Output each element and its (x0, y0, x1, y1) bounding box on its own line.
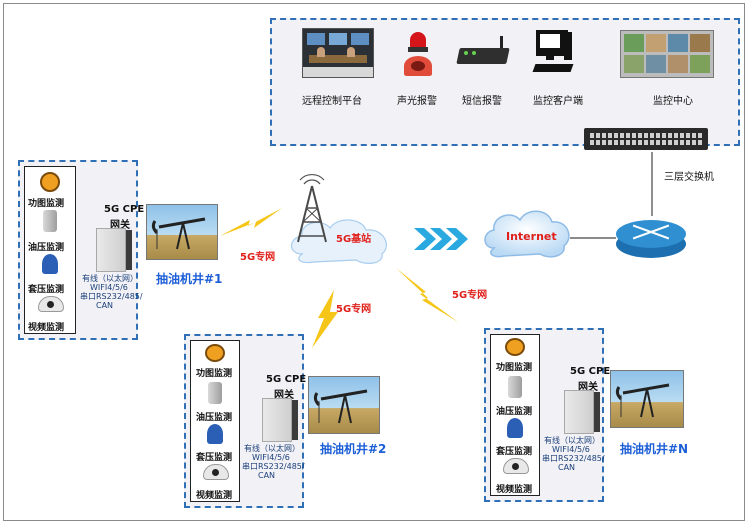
casing-pressure-sensor-icon (207, 424, 223, 444)
well2-cpe-spec: 有线（以太网） (244, 444, 300, 453)
well1-cpe-title: 5G CPE (104, 204, 145, 215)
siren-icon (402, 32, 434, 78)
wellN-label: 抽油机井#N (620, 442, 689, 456)
well2-sensor-label: 油压监测 (196, 413, 233, 423)
pumpjack-photo (308, 376, 380, 434)
casing-pressure-sensor-icon (507, 418, 523, 438)
oil-pressure-sensor-icon (208, 382, 222, 404)
well1-sensor-label: 套压监测 (28, 285, 65, 295)
dome-camera-icon (203, 464, 229, 480)
wellN-cpe-subtitle: 网关 (578, 382, 598, 393)
well1-sensor-label: 视频监测 (28, 323, 65, 333)
wellN-cpe-spec: 串口RS232/485/ (542, 454, 605, 463)
control-platform-label: 远程控制平台 (302, 96, 362, 107)
diagram-frame (3, 3, 745, 521)
well1-cpe-subtitle: 网关 (110, 220, 130, 231)
siren-alarm-label: 声光报警 (397, 96, 437, 107)
well1-cpe-spec: 有线（以太网） (82, 274, 138, 283)
well1-sensor-label: 油压监测 (28, 243, 65, 253)
switch-icon (584, 124, 708, 154)
well1-sensor-label: 功图监测 (28, 199, 65, 209)
well2-cpe-spec: WIFI4/5/6 (252, 453, 290, 462)
dynamometer-sensor-icon (205, 344, 225, 362)
wellN-cpe-spec: CAN (558, 463, 576, 472)
cpe-router-icon (564, 390, 594, 434)
data-flow-arrows (414, 228, 468, 250)
well2-sensor-label: 套压监测 (196, 453, 233, 463)
control-room-icon (302, 28, 374, 78)
wellN-cpe-title: 5G CPE (570, 366, 611, 377)
cpe-antenna-icon (292, 400, 298, 440)
internet-label: Internet (506, 230, 557, 243)
dynamometer-sensor-icon (505, 338, 525, 356)
well2-cpe-spec: CAN (258, 471, 276, 480)
well2-sensor-label: 功图监测 (196, 369, 233, 379)
wellN-sensor-label: 功图监测 (496, 363, 533, 373)
well1-cpe-spec: WIFI4/5/6 (90, 283, 128, 292)
oil-pressure-sensor-icon (43, 210, 57, 232)
desktop-pc-icon (532, 30, 574, 80)
monitor-center-label: 监控中心 (653, 96, 693, 107)
well2-label: 抽油机井#2 (320, 442, 387, 456)
internet-cloud-icon (484, 210, 570, 258)
switch-label: 三层交换机 (664, 172, 714, 183)
well2-cpe-title: 5G CPE (266, 374, 307, 385)
cpe-antenna-icon (126, 230, 132, 270)
cpe-router-icon (96, 228, 126, 272)
well2-cpe-subtitle: 网关 (274, 390, 294, 401)
link-label-wellN: 5G专网 (452, 290, 488, 301)
well2-sensor-label: 视频监测 (196, 491, 233, 501)
dynamometer-sensor-icon (40, 172, 60, 192)
dome-camera-icon (503, 458, 529, 474)
sms-alarm-label: 短信报警 (462, 96, 502, 107)
lightning-bolt-wellN (396, 268, 458, 322)
pumpjack-photo (146, 204, 218, 260)
cell-tower-icon (297, 174, 327, 243)
video-wall-icon (620, 30, 714, 78)
link-label-well1: 5G专网 (240, 252, 276, 263)
cpe-router-icon (262, 398, 292, 442)
casing-pressure-sensor-icon (42, 254, 58, 274)
wellN-cpe-spec: WIFI4/5/6 (552, 445, 590, 454)
monitor-client-label: 监控客户端 (533, 96, 583, 107)
oil-pressure-sensor-icon (508, 376, 522, 398)
wellN-cpe-spec: 有线（以太网） (544, 436, 600, 445)
well1-cpe-spec: CAN (96, 301, 114, 310)
cpe-antenna-icon (594, 392, 600, 432)
link-label-well2: 5G专网 (336, 304, 372, 315)
wellN-sensor-label: 油压监测 (496, 407, 533, 417)
base-station-label: 5G基站 (336, 234, 372, 245)
dome-camera-icon (38, 296, 64, 312)
router-icon (616, 216, 686, 262)
wellN-sensor-label: 视频监测 (496, 485, 533, 495)
well1-cpe-spec: 串口RS232/485/ (80, 292, 143, 301)
pumpjack-photo (610, 370, 684, 428)
well1-label: 抽油机井#1 (156, 272, 223, 286)
sms-modem-icon (456, 36, 512, 72)
well2-cpe-spec: 串口RS232/485/ (242, 462, 305, 471)
wellN-sensor-label: 套压监测 (496, 447, 533, 457)
lightning-bolt-well1 (220, 208, 282, 236)
lightning-bolt-well2 (312, 290, 338, 348)
